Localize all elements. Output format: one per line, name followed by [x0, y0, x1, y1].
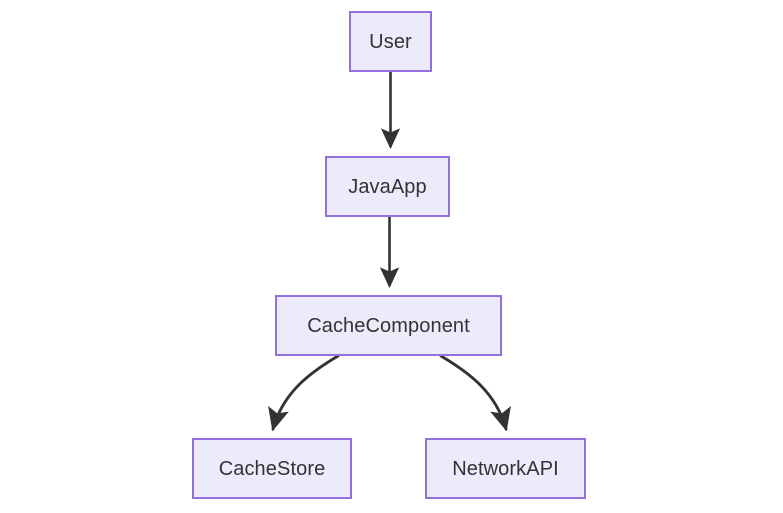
- node-networkapi-label: NetworkAPI: [452, 457, 559, 480]
- node-networkapi[interactable]: NetworkAPI: [425, 438, 586, 499]
- node-cachestore-label: CacheStore: [218, 457, 326, 480]
- node-cachecomponent[interactable]: CacheComponent: [275, 295, 502, 356]
- node-cachecomponent-label: CacheComponent: [307, 314, 470, 337]
- node-javaapp[interactable]: JavaApp: [325, 156, 450, 217]
- node-user[interactable]: User: [349, 11, 432, 72]
- node-javaapp-label: JavaApp: [348, 175, 427, 198]
- node-user-label: User: [369, 30, 412, 53]
- node-cachestore[interactable]: CacheStore: [192, 438, 352, 499]
- edge-cachecomponent-networkapi: [439, 354, 511, 432]
- edge-cachecomponent-cachestore: [268, 354, 340, 432]
